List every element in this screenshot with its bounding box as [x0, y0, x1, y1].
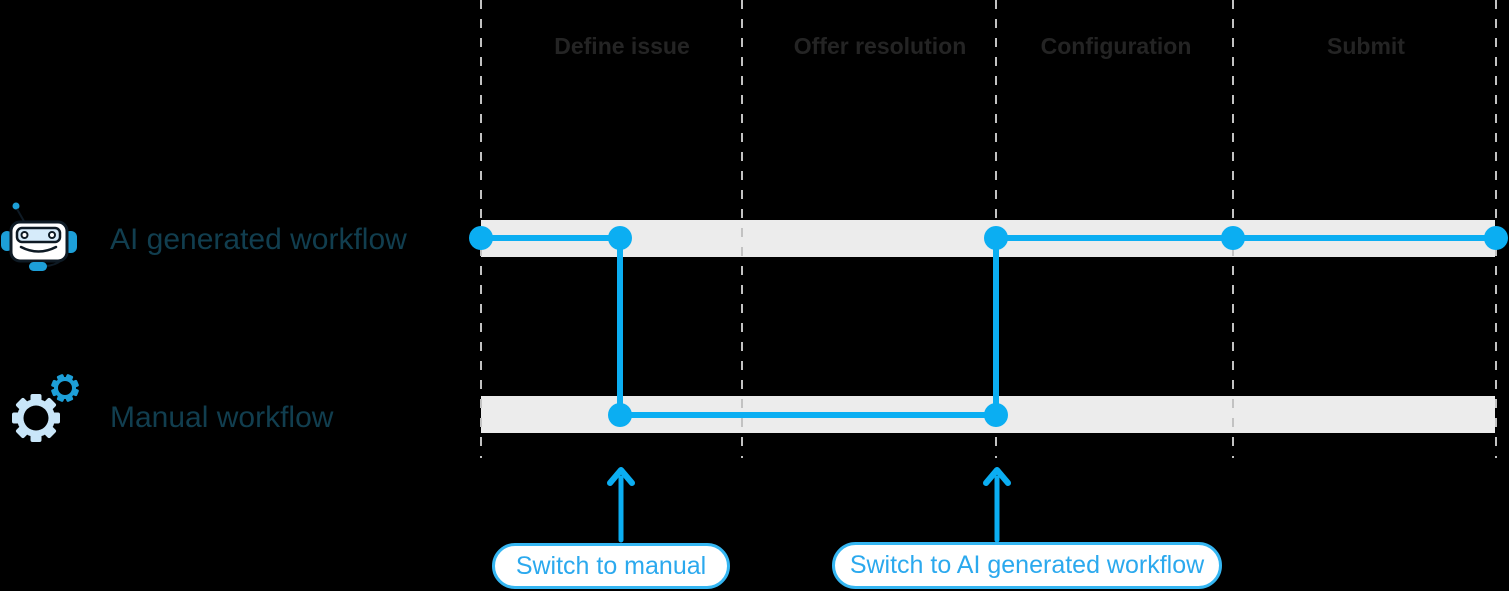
phase-header-configuration: Configuration	[1040, 33, 1192, 59]
callout-arrow-ai	[983, 467, 1011, 543]
milestone-dot	[1221, 226, 1245, 250]
arrow-head-icon	[983, 467, 1011, 486]
milestone-dot	[1484, 226, 1508, 250]
robot-eye-left	[20, 231, 29, 239]
gear-small	[51, 374, 79, 402]
milestone-dot	[984, 226, 1008, 250]
phase-header-define-issue: Define issue	[554, 33, 690, 59]
callout-arrow-manual	[607, 467, 635, 543]
milestone-dot-switch-to-manual	[608, 226, 632, 250]
lane-label-manual-workflow: Manual workflow	[110, 401, 334, 434]
flow-path	[481, 235, 1496, 418]
phase-header-offer-resolution: Offer resolution	[793, 33, 967, 59]
callout-switch-to-ai-generated-workflow: Switch to AI generated workflow	[832, 542, 1222, 589]
milestone-dot-switch-to-ai	[984, 403, 1008, 427]
robot-mic	[29, 262, 47, 271]
callout-switch-to-manual: Switch to manual	[492, 543, 730, 589]
gears-icon	[12, 374, 79, 442]
robot-eye-right	[48, 231, 56, 239]
milestone-dot	[469, 226, 493, 250]
milestone-dots	[469, 226, 1508, 427]
phase-header-submit: Submit	[1327, 33, 1405, 59]
lane-label-ai-generated-workflow: AI generated workflow	[110, 223, 407, 256]
robot-visor	[15, 226, 62, 244]
robot-icon	[1, 202, 77, 271]
arrow-head-icon	[607, 467, 635, 486]
milestone-dot	[608, 403, 632, 427]
gear-large	[12, 394, 60, 442]
robot-antenna-dot	[12, 202, 20, 210]
robot-smile	[19, 245, 58, 253]
